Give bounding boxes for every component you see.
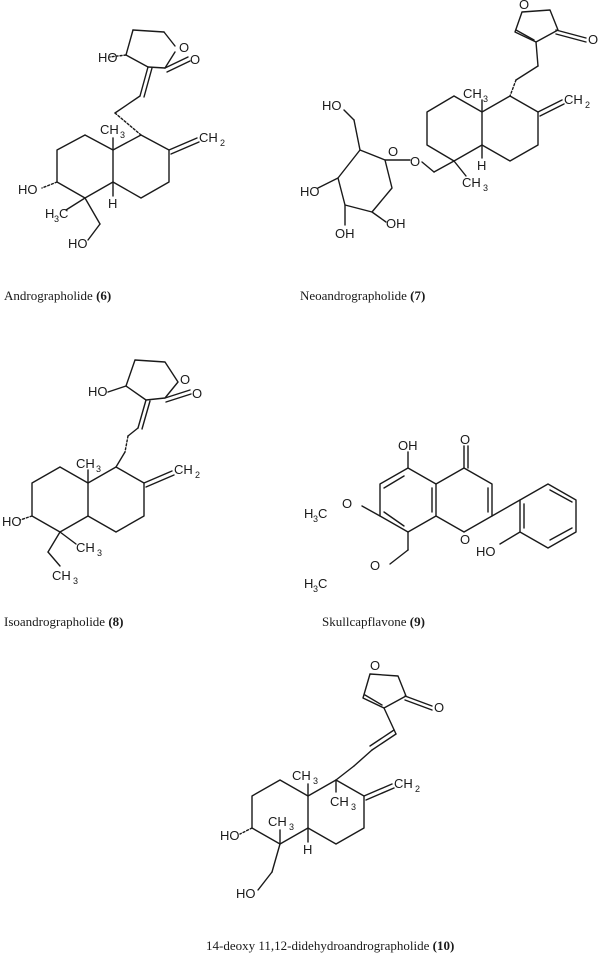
atom-label: HO — [236, 886, 256, 901]
atom-label: C — [318, 506, 327, 521]
atom-label: 3 — [54, 214, 59, 224]
atom-label: 3 — [313, 776, 318, 786]
atom-label: H — [108, 196, 117, 211]
atom-label: CH — [394, 776, 413, 791]
caption-andrographolide: Andrographolide (6) — [4, 288, 112, 303]
atom-label: O — [388, 144, 398, 159]
caption-skullcapflavone: Skullcapflavone (9) — [322, 614, 425, 629]
atom-label: H — [45, 206, 54, 221]
atom-label: HO — [88, 384, 108, 399]
atom-label: 3 — [313, 584, 318, 594]
structure-andrographolide: HO O O CH 3 CH 2 HO H 3 C H HO — [18, 29, 225, 251]
atom-label: O — [192, 386, 202, 401]
atom-label: 3 — [483, 94, 488, 104]
atom-label: O — [180, 372, 190, 387]
caption-14-deoxy-11-12-didehydroandrographolide: 14-deoxy 11,12-didehydroandrographolide … — [206, 938, 455, 953]
atom-label: 3 — [351, 802, 356, 812]
atom-label: 3 — [313, 514, 318, 524]
atom-label: CH — [174, 462, 193, 477]
atom-label: H — [304, 576, 313, 591]
atom-label: CH — [330, 794, 349, 809]
atom-label: HO — [322, 98, 342, 113]
atom-label: HO — [18, 182, 38, 197]
atom-label: 2 — [585, 100, 590, 110]
atom-label: 3 — [120, 130, 125, 140]
atom-label: 3 — [97, 548, 102, 558]
atom-label: 2 — [195, 470, 200, 480]
atom-label: 3 — [483, 183, 488, 193]
structure-14-deoxy-11-12-didehydroandrographolide: O O CH 3 CH 3 CH 2 CH 3 HO H HO — [220, 658, 444, 901]
atom-label: O — [410, 154, 420, 169]
atom-label: H — [304, 506, 313, 521]
structure-neoandrographolide: O O CH 3 CH 2 H CH 3 O O HO HO OH OH — [300, 0, 598, 241]
atom-label: CH — [199, 130, 218, 145]
caption-isoandrographolide: Isoandrographolide (8) — [4, 614, 124, 629]
atom-label: CH — [463, 86, 482, 101]
atom-label: CH — [268, 814, 287, 829]
atom-label: H — [477, 158, 486, 173]
atom-label: CH — [76, 540, 95, 555]
atom-label: HO — [300, 184, 320, 199]
atom-label: 3 — [96, 464, 101, 474]
atom-label: CH — [52, 568, 71, 583]
atom-label: CH — [564, 92, 583, 107]
atom-label: 3 — [289, 822, 294, 832]
atom-label: HO — [68, 236, 88, 251]
atom-label: O — [370, 558, 380, 573]
atom-label: O — [370, 658, 380, 673]
atom-label: O — [190, 52, 200, 67]
atom-label: O — [460, 432, 470, 447]
atom-label: O — [179, 40, 189, 55]
atom-label: O — [434, 700, 444, 715]
atom-label: O — [342, 496, 352, 511]
atom-label: 2 — [415, 784, 420, 794]
atom-label: O — [519, 0, 529, 12]
atom-label: CH — [292, 768, 311, 783]
atom-label: H — [303, 842, 312, 857]
atom-label: CH — [100, 122, 119, 137]
atom-label: 2 — [220, 138, 225, 148]
atom-label: HO — [476, 544, 496, 559]
atom-label: OH — [386, 216, 406, 231]
atom-label: 3 — [73, 576, 78, 586]
atom-label: O — [588, 32, 598, 47]
atom-label: O — [460, 532, 470, 547]
atom-label: HO — [98, 50, 118, 65]
structure-isoandrographolide: HO O O CH 3 CH 2 HO CH 3 CH 3 — [2, 359, 202, 586]
atom-label: C — [318, 576, 327, 591]
caption-neoandrographolide: Neoandrographolide (7) — [300, 288, 426, 303]
atom-label: CH — [76, 456, 95, 471]
atom-label: OH — [398, 438, 418, 453]
atom-label: HO — [220, 828, 240, 843]
atom-label: CH — [462, 175, 481, 190]
atom-label: OH — [335, 226, 355, 241]
atom-label: HO — [2, 514, 22, 529]
atom-label: C — [59, 206, 68, 221]
structure-skullcapflavone: OH O O O H 3 C O H 3 C HO — [304, 432, 577, 594]
